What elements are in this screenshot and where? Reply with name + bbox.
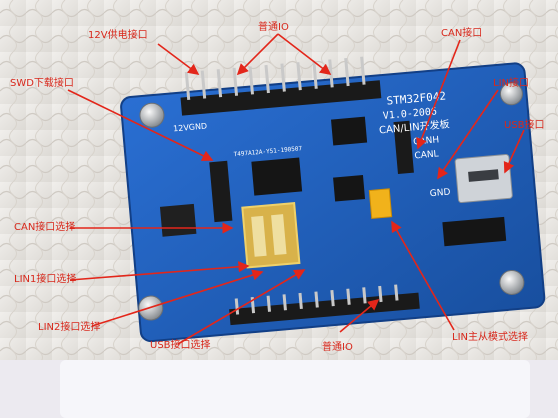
lin-mode-jumper xyxy=(368,188,393,219)
callout-arrows xyxy=(67,33,525,345)
bottom-right-chip xyxy=(442,216,507,247)
mcu-chip xyxy=(251,157,303,196)
pin-label-canl: CANL xyxy=(414,149,439,161)
label-lin1-select: LIN1接口选择 xyxy=(14,274,77,285)
pcb-board: STM32F042 V1.0-2006 CAN/LIN开发板 CANH CANL… xyxy=(120,56,546,343)
regulator-chip xyxy=(159,203,197,237)
board-title: STM32F042 xyxy=(386,90,447,108)
board-version: V1.0-2006 xyxy=(382,106,437,122)
swd-header xyxy=(209,160,233,223)
can-transceiver-chip xyxy=(330,116,368,146)
lin-transceiver-chip xyxy=(333,175,366,202)
label-swd-port: SWD下载接口 xyxy=(10,78,74,89)
label-can-port: CAN接口 xyxy=(441,28,483,39)
screw-bottom-right xyxy=(499,269,525,295)
label-power: 12V供电接口 xyxy=(88,30,148,41)
screw-top-right xyxy=(499,82,523,106)
label-lin2-select: LIN2接口选择 xyxy=(38,322,101,333)
pin-label-12v: 12VGND xyxy=(173,121,208,133)
pin-label-gnd: GND xyxy=(429,187,450,199)
label-gpio-top: 普通IO xyxy=(258,22,289,33)
bottom-object-highlight xyxy=(60,360,530,418)
top-pin-header xyxy=(180,56,382,116)
selection-jumpers xyxy=(241,202,301,269)
label-gpio-bottom: 普通IO xyxy=(322,342,353,353)
can-header xyxy=(393,120,414,174)
label-lin-port: LIN接口 xyxy=(493,78,530,89)
label-usb-port: USB接口 xyxy=(504,120,545,131)
screw-top-left xyxy=(139,102,165,128)
label-can-select: CAN接口选择 xyxy=(14,222,76,233)
label-usb-select: USB接口选择 xyxy=(150,340,211,351)
label-lin-mode: LIN主从模式选择 xyxy=(452,332,529,343)
